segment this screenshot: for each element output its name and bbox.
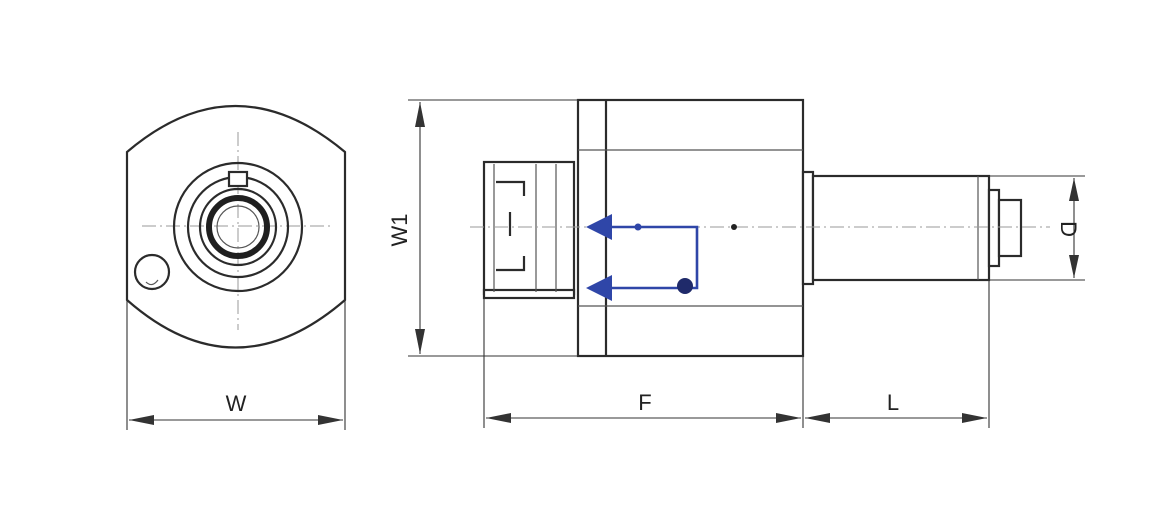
w-arrow-right [318,415,343,425]
l-label: L [887,390,899,415]
front-inner-ring [198,187,278,267]
d-label: D [1056,221,1081,237]
d-arrow-top [1069,178,1079,201]
d-arrow-bottom [1069,255,1079,278]
front-view [125,105,347,349]
coolant-flow-line [590,225,699,290]
coolant-flow-node [634,223,642,231]
w1-label: W1 [387,214,412,247]
collet-nut [482,160,576,296]
l-arrow-left [805,413,830,423]
collet-slot-top [496,180,526,196]
shank-collar [801,170,815,286]
l-arrow-right [962,413,987,423]
side-center-dot [731,224,737,230]
coolant-inlet-port [677,278,693,294]
front-view-body-outline [125,105,347,349]
shank [811,174,991,282]
collet-tip [482,288,576,300]
shank-step [987,188,1001,268]
front-bore-outer [206,195,270,259]
front-outer-ring [172,161,304,293]
coolant-flow-arrow-upper [586,214,612,240]
front-key-slot [227,170,249,188]
w-arrow-left [129,415,154,425]
w1-arrow-top [415,102,425,127]
collet-slot-bottom [496,256,526,272]
side-view [470,98,1050,358]
front-bore-inner [216,205,260,249]
f-arrow-left [486,413,511,423]
coolant-flow-arrow-lower [586,275,612,301]
front-coolant-port [133,253,171,291]
w-label: W [226,391,247,416]
front-coolant-port-mark [145,279,159,286]
w1-arrow-bottom [415,329,425,354]
shank-drive-tang [997,198,1023,258]
f-arrow-right [776,413,801,423]
dimensions: W W1 F L D [126,99,1085,430]
f-label: F [638,390,651,415]
